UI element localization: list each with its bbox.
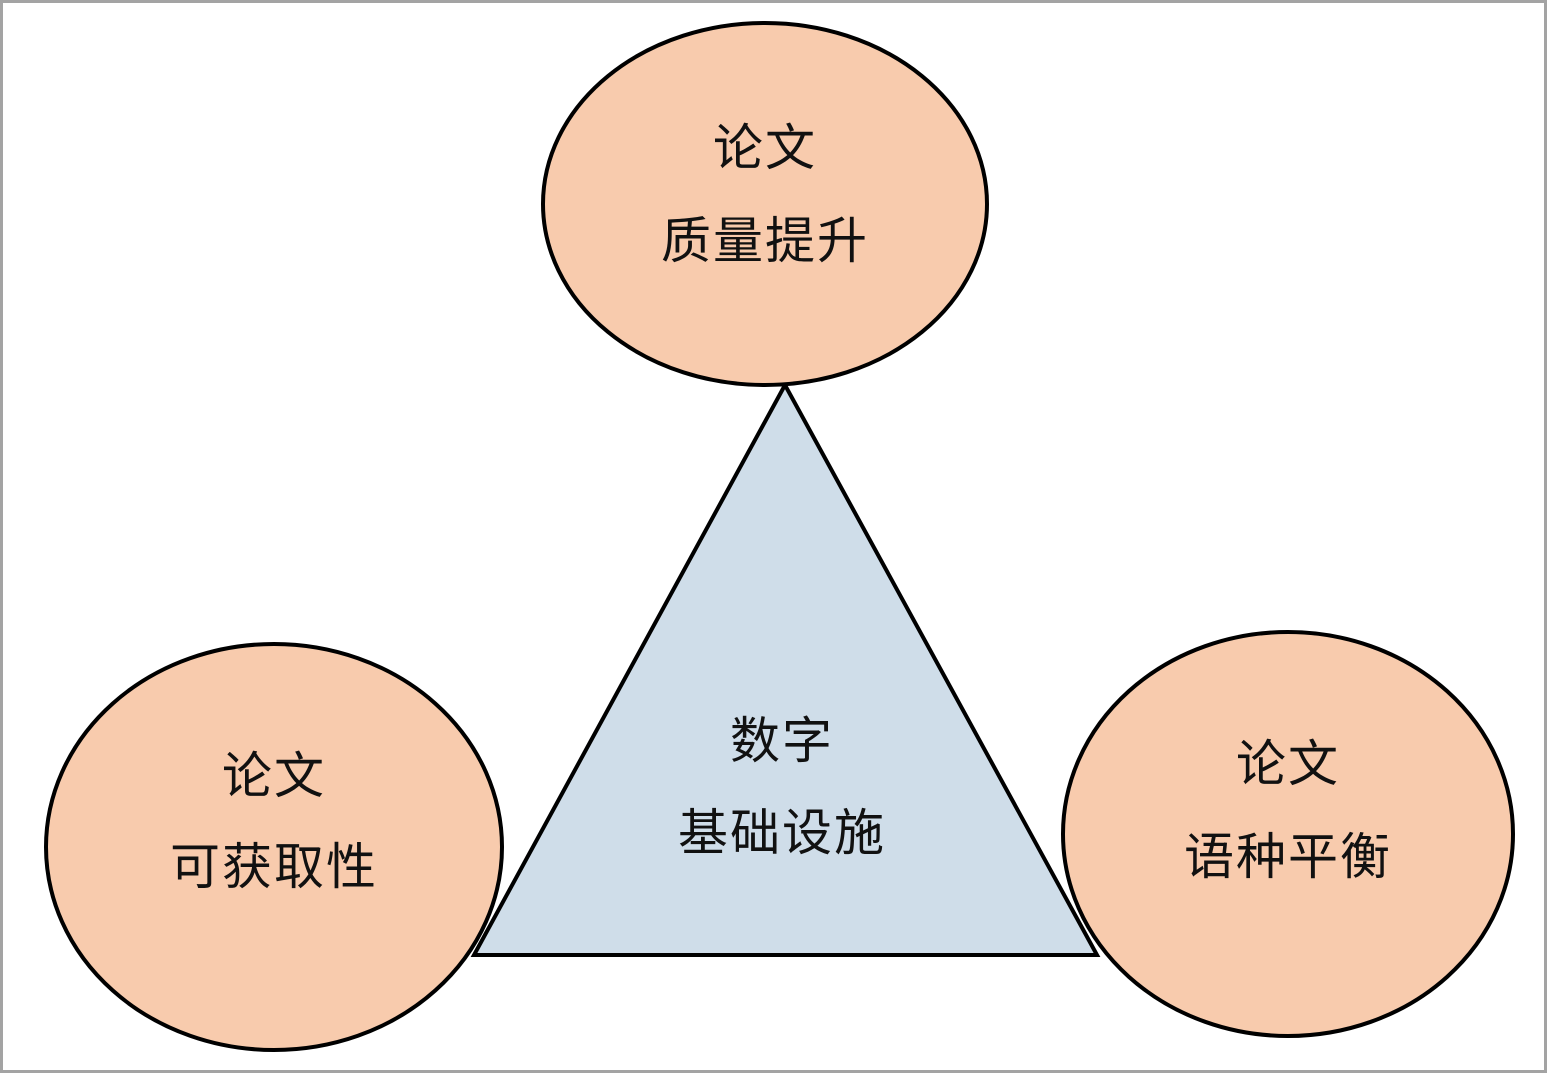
left-label-line1: 论文 xyxy=(222,747,326,805)
right-label-line2: 语种平衡 xyxy=(1184,828,1392,886)
top-label-line2: 质量提升 xyxy=(661,212,869,270)
center-label-line1: 数字 xyxy=(730,712,834,770)
top-ellipse xyxy=(541,21,989,387)
center-label-line2: 基础设施 xyxy=(678,804,886,862)
left-label-line2: 可获取性 xyxy=(170,838,378,896)
right-ellipse xyxy=(1061,630,1515,1038)
left-ellipse xyxy=(44,642,504,1052)
right-label-line1: 论文 xyxy=(1236,735,1340,793)
top-label-line1: 论文 xyxy=(713,119,817,177)
center-triangle xyxy=(470,380,1101,957)
